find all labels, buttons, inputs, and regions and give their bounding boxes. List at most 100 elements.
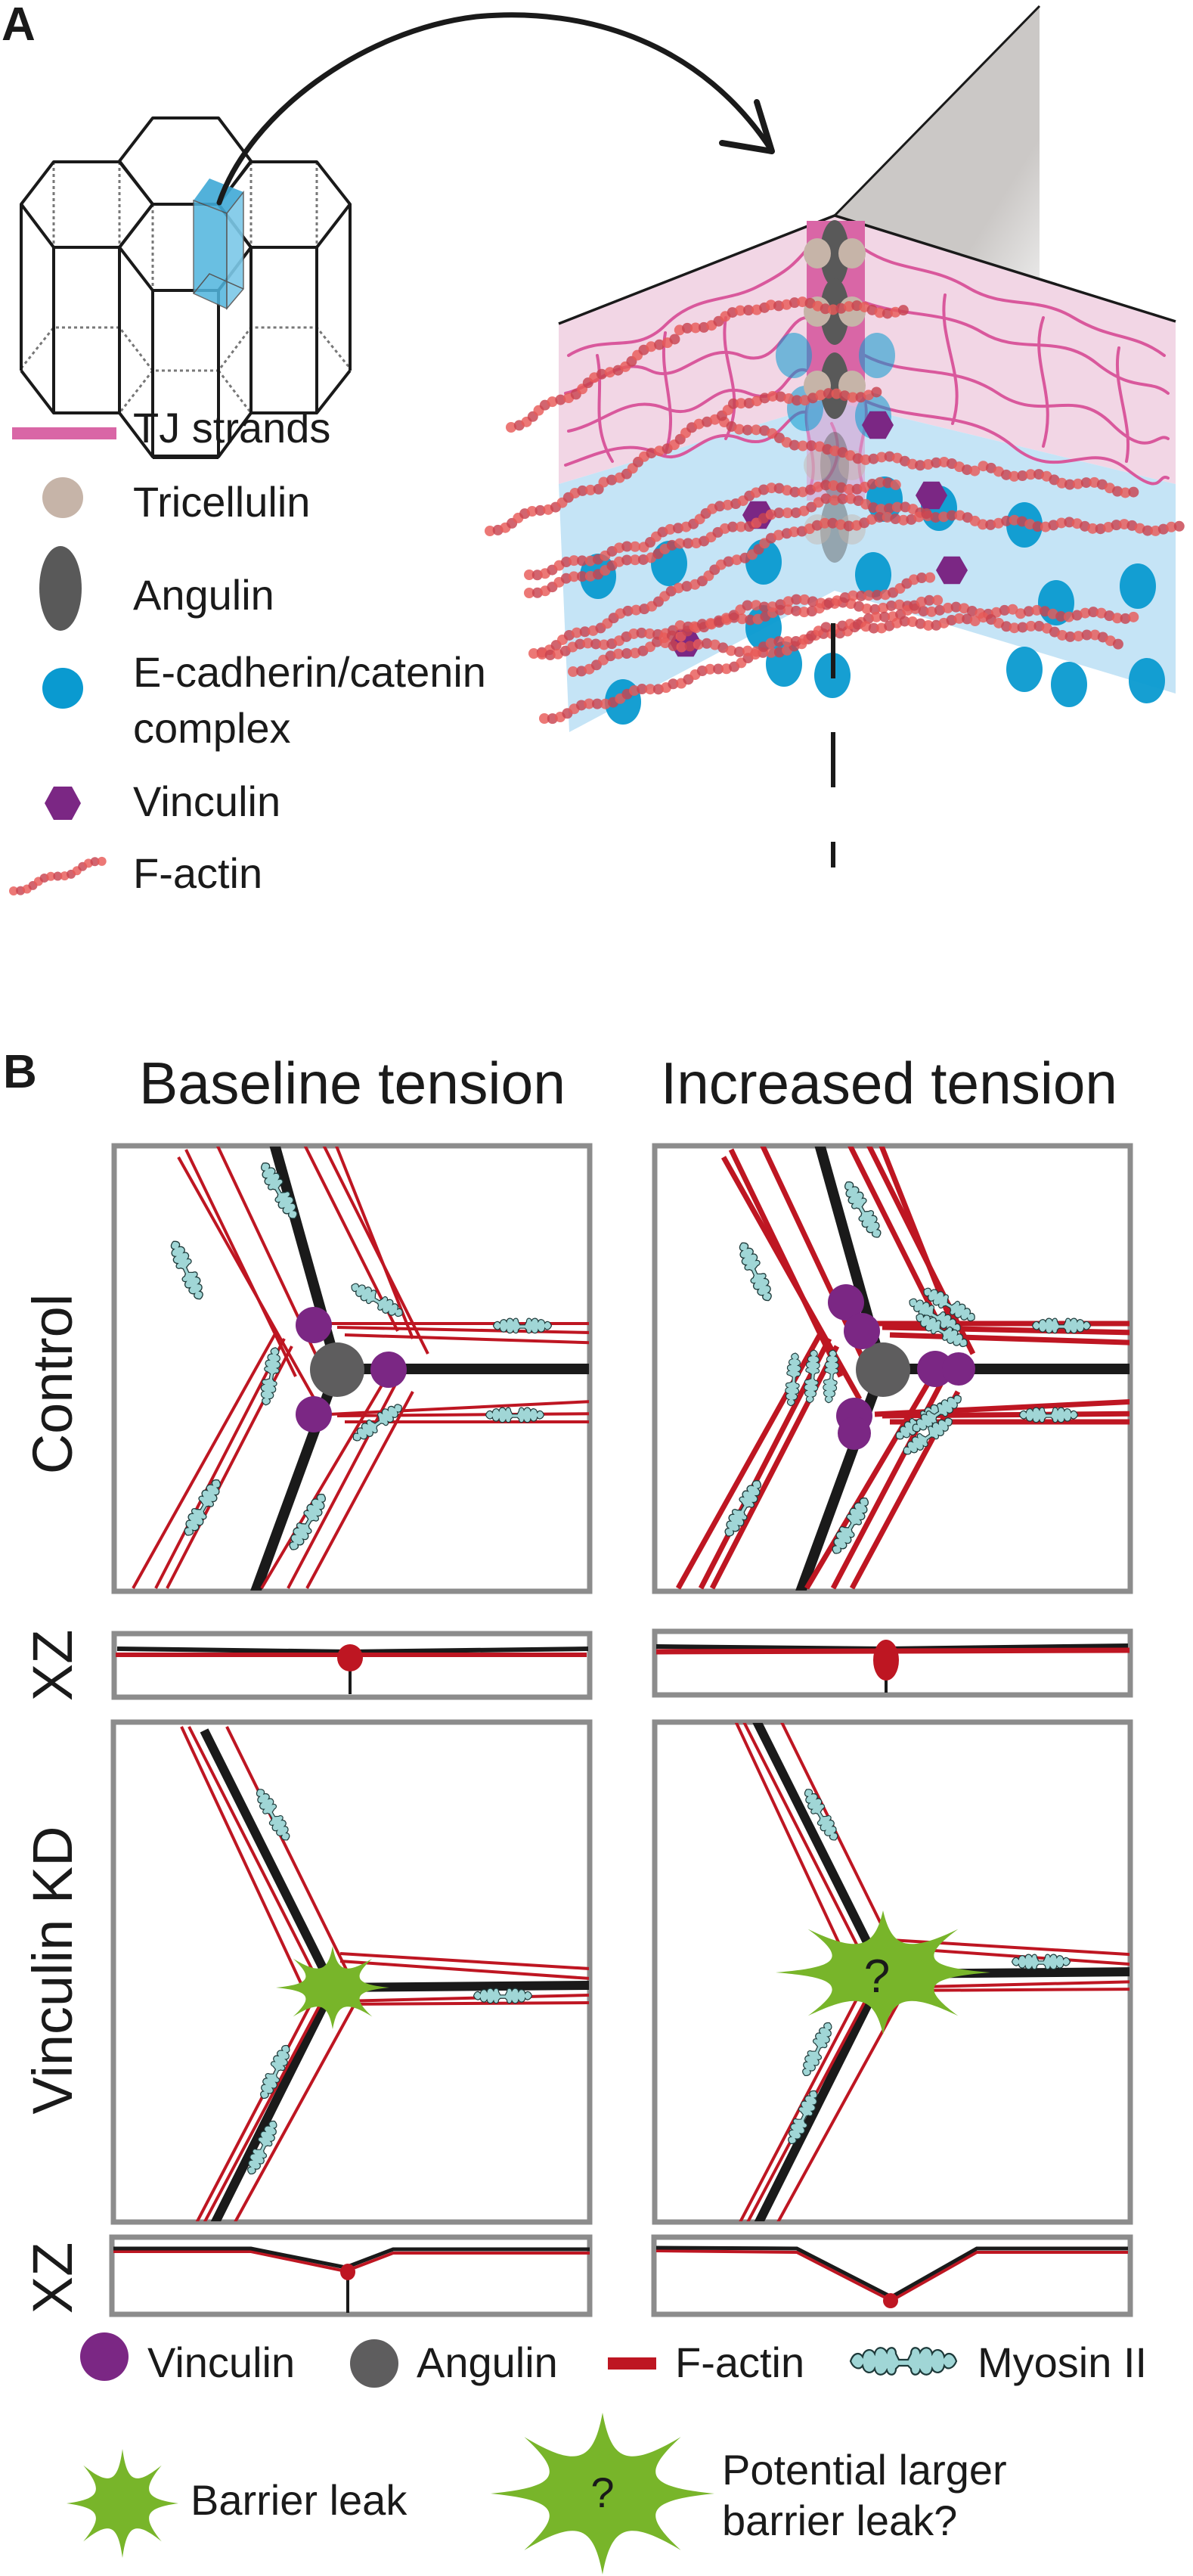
panel-b-legend: Vinculin Angulin F-actin Myosin II Barri… [67,2332,1147,2574]
legend-label: Myosin II [978,2339,1147,2386]
angulin-ellipse-icon [39,546,82,631]
legend-item-f-actin: F-actin [608,2339,804,2386]
f-actin-filament [524,493,1185,598]
f-actin-filament [660,612,1123,657]
legend-label: F-actin [133,849,262,897]
legend-label: Tricellulin [133,478,310,526]
question-mark: ? [864,1951,890,2003]
legend-item-tricellulin: Tricellulin [42,477,310,526]
f-actin-bundle [177,1156,316,1400]
tricellulin-circle-icon [42,477,83,518]
vinculin [844,1313,880,1349]
angulin-molecule [820,496,849,563]
epithelium-hexagon-prism-diagram [20,116,352,459]
panel-a-label: A [2,0,36,51]
right-aj-plane [835,402,1176,694]
zoom-arrow [216,12,775,206]
f-actin-bundle [203,1994,327,2221]
legend-label: Barrier leak [191,2476,407,2524]
vinculin [296,1396,332,1432]
tj-strand [596,354,614,463]
column-header-baseline-tension: Baseline tension [139,1050,566,1116]
panel-b-label: B [3,1046,37,1098]
cell-cell-junction [200,1728,337,1990]
f-actin-bundle [305,1391,414,1589]
vinculin [296,1307,332,1343]
barrier-leak-star-icon [67,2449,178,2558]
myosin-ii-icon [849,2347,958,2376]
e-cadherin-circle-icon [42,668,83,709]
f-actin-bundle [339,1994,589,2003]
f-actin-bundle [344,1333,589,1345]
legend-item-vinculin: Vinculin [80,2332,295,2386]
f-actin-bundle [180,1726,311,2003]
angulin [310,1342,364,1397]
xz-profile-control-baseline [111,1631,593,1700]
f-actin-bundle [339,1952,589,1970]
highlighted-tricellular-column [193,178,244,311]
tricellulin-molecule [838,238,866,268]
legend-item-barrier-leak: Barrier leak [67,2449,407,2558]
f-actin-filament [524,476,901,581]
vinculin-molecule [936,556,968,585]
cell-cell-junction [752,1723,888,1976]
e-cadherin-complex [859,333,895,378]
f-actin-bundle [187,1726,327,1996]
junction-node [340,2264,355,2280]
tj-strand [1037,316,1049,448]
f-actin-bundle [847,1147,946,1333]
legend-label: complex [133,704,291,752]
f-actin-filament [506,296,909,433]
tj-strand [863,399,1170,486]
panel-vinculin-kd-increased-tension: ? [652,1719,1133,2225]
legend-item-e-cadherin: E-cadherin/catenin complex [42,648,486,752]
vinculin [942,1352,975,1386]
legend-label: Potential larger [722,2446,1007,2494]
vinculin [828,1284,864,1321]
legend-item-f-actin: F-actin [9,849,262,897]
f-actin-bundle [336,1326,589,1334]
tj-strand [863,301,1170,395]
vinculin-circle-icon [80,2332,129,2381]
legend-label: Vinculin [133,777,280,825]
panel-vinculin-kd-baseline-tension [110,1719,593,2225]
junction-node [337,1644,363,1671]
f-actin-bundle [322,1147,429,1355]
legend-item-myosin-ii: Myosin II [849,2339,1147,2386]
row-label-vinculin-kd: Vinculin KD [21,1826,84,2114]
legend-label: F-actin [675,2339,804,2386]
tj-strand [567,248,808,357]
junction-node [883,2293,898,2308]
question-mark: ? [590,2469,614,2516]
barrier-leak-star [276,1946,389,2029]
cell-cell-junction [210,1985,337,2221]
f-actin-bundle [225,1726,349,1973]
legend-label: Angulin [133,571,274,619]
e-cadherin-complex [1120,563,1156,609]
legend-item-larger-barrier-leak: ? Potential larger barrier leak? [491,2413,1007,2574]
f-actin-filament-icon [9,856,107,895]
f-actin-bundle [260,1383,384,1590]
legend-label: Vinculin [147,2339,295,2386]
cell-cell-junction [754,1972,888,2221]
f-actin-filament [485,386,882,536]
legend-label: Angulin [417,2339,558,2386]
angulin-molecule [820,220,849,287]
f-actin-filament [528,508,932,659]
junction-axis-dashes [831,623,835,867]
vinculin-hexagon-icon [45,787,81,820]
tj-strand [863,248,1166,357]
e-cadherin-complex [1006,647,1043,692]
e-cadherin-complex [1051,662,1087,707]
legend-label: barrier leak? [722,2497,957,2544]
tricellulin-molecule [804,238,831,268]
vinculin [370,1352,407,1388]
vinculin [917,1351,953,1387]
f-actin-filaments [485,296,1185,725]
row-label-xz-control: XZ [21,1630,84,1702]
row-label-xz-vinculin-kd: XZ [21,2242,84,2314]
vinculin-molecule [862,411,894,439]
legend-label: TJ strands [133,404,330,452]
legend-label: E-cadherin/catenin [133,648,486,696]
tricellulin-molecule [804,450,831,480]
